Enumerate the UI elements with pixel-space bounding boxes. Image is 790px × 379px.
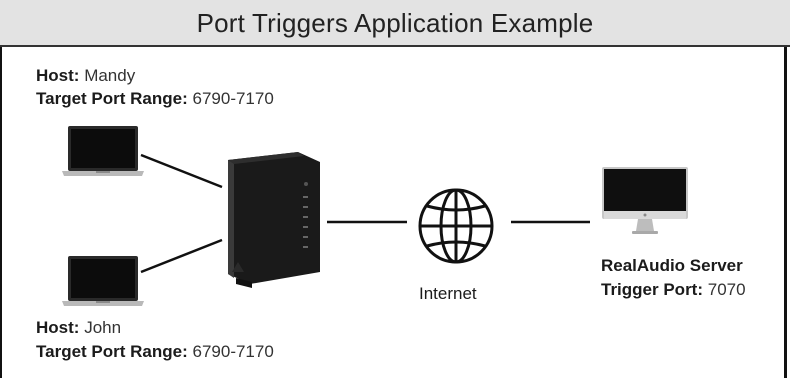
server-trigger-label: Trigger Port: [601,280,704,299]
host-top-range-label: Target Port Range: [36,89,188,108]
diagram-title: Port Triggers Application Example [196,8,594,38]
server-trigger: Trigger Port: 7070 [601,280,746,300]
host-bottom-range: Target Port Range: 6790-7170 [36,342,274,362]
title-bar: Port Triggers Application Example [0,0,790,47]
globe-icon [418,188,494,264]
host-top-name: Host: Mandy [36,66,135,86]
host-bottom-name: Host: John [36,318,121,338]
laptop-icon [62,126,144,176]
host-top-range-value: 6790-7170 [192,89,274,108]
host-top-host-value: Mandy [84,66,136,85]
host-bottom-host-value: John [84,318,122,337]
host-top-range: Target Port Range: 6790-7170 [36,89,274,109]
host-top-host-label: Host: [36,66,80,85]
internet-label: Internet [419,284,477,303]
host-bottom-host-label: Host: [36,318,80,337]
server-name-text: RealAudio Server [601,256,743,275]
server-name: RealAudio Server [601,256,743,276]
router-icon [228,152,320,288]
server-trigger-value: 7070 [707,280,746,299]
host-bottom-range-label: Target Port Range: [36,342,188,361]
link-top-laptop-router [140,153,223,189]
laptop-icon [62,256,144,306]
desktop-monitor-icon [602,167,688,234]
host-bottom-range-value: 6790-7170 [192,342,274,361]
link-bottom-laptop-router [140,238,223,274]
